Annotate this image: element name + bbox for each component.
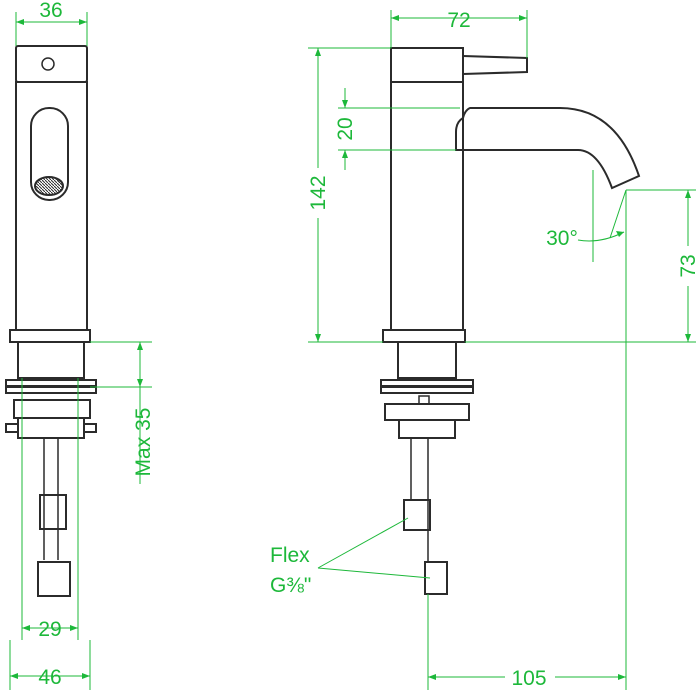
side-handle-cap	[390, 47, 464, 83]
front-nut-tab-right	[83, 423, 97, 433]
side-top-width-label: 72	[447, 9, 470, 32]
front-thread-width-label: 29	[38, 618, 61, 641]
side-handle-lever	[462, 55, 528, 75]
front-nut	[13, 399, 91, 419]
side-base-flange	[382, 329, 466, 343]
side-washer-1	[380, 379, 474, 387]
front-hose-connector-lower	[37, 561, 71, 597]
front-nut-tab-left	[5, 423, 19, 433]
front-hose-connector-upper	[39, 494, 67, 530]
front-base-width-label: 46	[38, 666, 61, 689]
spout-reach-label: 105	[511, 667, 546, 690]
front-handle-indicator	[41, 57, 55, 71]
front-washer-1	[5, 379, 97, 387]
side-thread-collar	[397, 341, 457, 379]
side-shank-pin	[418, 395, 430, 405]
front-aerator	[34, 176, 64, 196]
front-thread-collar	[17, 341, 85, 379]
front-view	[5, 45, 97, 597]
front-washer-2	[5, 386, 97, 394]
spout-thickness-label: 20	[334, 117, 357, 140]
dimension-front-base-width: 46	[9, 640, 91, 690]
front-top-width-label: 36	[39, 0, 62, 22]
dimension-spout-thickness: 20	[334, 88, 460, 170]
dimension-side-top-width: 72	[390, 9, 528, 58]
front-spout-recess	[30, 107, 69, 201]
side-view	[380, 47, 641, 595]
side-shank-base	[398, 419, 456, 439]
dimension-spout-reach: 105	[427, 190, 627, 690]
dimension-front-top-width: 36	[15, 0, 88, 46]
dimension-front-thread-width: 29	[21, 378, 79, 641]
callout-flex-hose: Flex G⅜"	[270, 517, 431, 597]
front-body	[15, 81, 88, 331]
side-nut	[384, 403, 470, 421]
side-washer-2	[380, 386, 474, 394]
dimension-spout-outlet-height: 73	[465, 189, 700, 343]
front-shank-base	[17, 417, 85, 439]
flex-callout-line2: G⅜"	[270, 574, 311, 597]
front-handle-cap	[15, 45, 88, 83]
dimension-total-height: 142	[306, 47, 391, 343]
spout-outlet-height-label: 73	[677, 254, 700, 277]
max-mount-thickness-label: Max 35	[132, 408, 155, 477]
front-base-flange	[9, 329, 91, 343]
flex-callout-line1: Flex	[270, 544, 310, 567]
side-spout	[455, 107, 641, 190]
dimension-max-mount-thickness: Max 35	[90, 341, 155, 484]
side-body	[390, 81, 464, 331]
dimension-spout-angle: 30°	[546, 170, 627, 262]
spout-angle-label: 30°	[546, 227, 578, 250]
total-height-label: 142	[307, 175, 330, 210]
side-hose-connector-upper	[403, 499, 431, 531]
